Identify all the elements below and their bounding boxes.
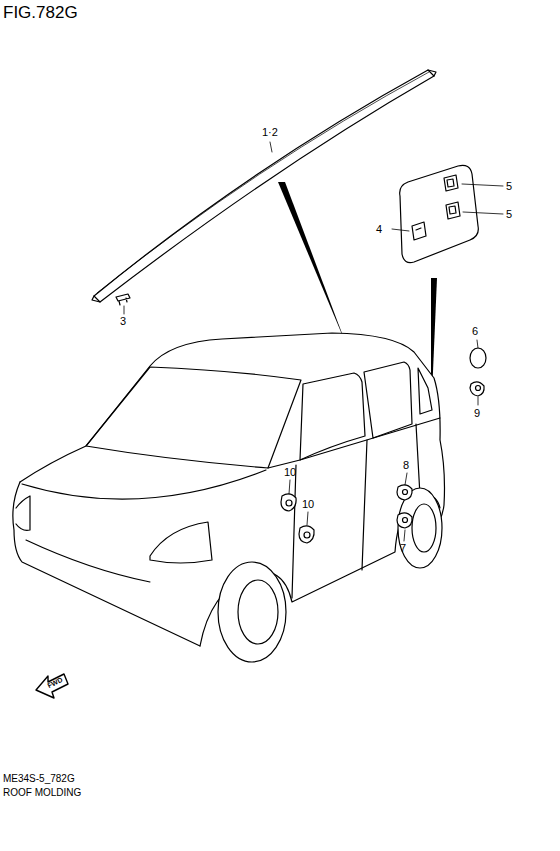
callout-number: 4	[376, 224, 382, 235]
callout-number: 6	[472, 326, 478, 337]
callout-number: 8	[403, 460, 409, 471]
callout-number: 7	[400, 543, 406, 554]
callout-number: 10	[302, 499, 314, 510]
callout-number: 1·2	[262, 127, 278, 138]
figure-caption: ROOF MOLDING	[3, 788, 81, 798]
callout-number: 5	[506, 181, 512, 192]
callout-number: 9	[474, 408, 480, 419]
figure-title: FIG.782G	[3, 4, 78, 21]
figure-code: ME34S-5_782G	[3, 774, 75, 784]
callout-number: 5	[506, 209, 512, 220]
callout-number: 10	[284, 467, 296, 478]
callout-number: 3	[120, 316, 126, 327]
